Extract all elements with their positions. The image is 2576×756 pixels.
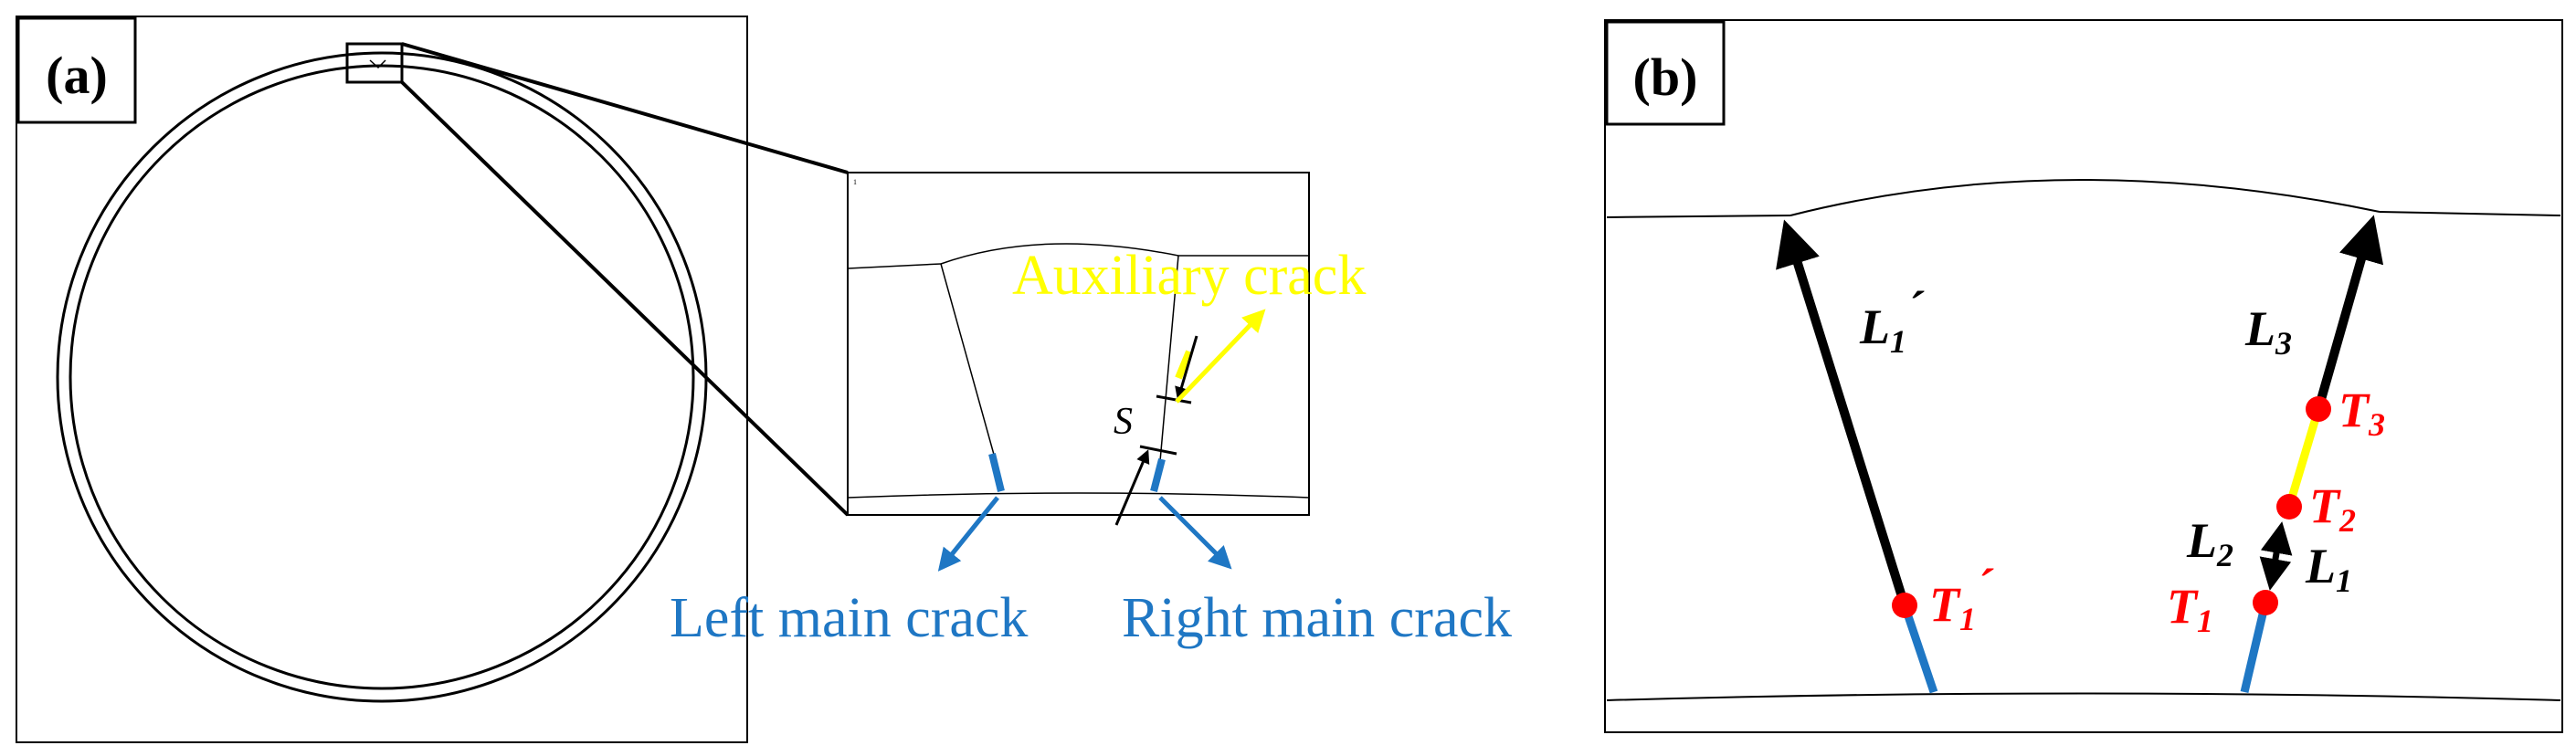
ring-inner (69, 64, 695, 690)
tip-T3 (2306, 396, 2331, 422)
zoom-connector-top (401, 42, 849, 174)
tip-T1-prime (1892, 593, 1917, 618)
panel-a-label: (a) (46, 46, 108, 105)
tip-T1 (2253, 590, 2278, 615)
inset-auxiliary-crack (1175, 350, 1193, 380)
label-L2: L2 (2186, 513, 2233, 573)
label-L3: L3 (2244, 301, 2292, 362)
tip-T2 (2276, 494, 2302, 520)
outer-surface-right (2379, 211, 2561, 216)
label-L1-prime: L1´ (1859, 281, 1925, 360)
label-T3: T3 (2338, 383, 2385, 443)
auxiliary-crack-label: Auxiliary crack (1012, 245, 1366, 307)
label-T1: T1 (2167, 579, 2213, 639)
spacing-arrow-bottom (1114, 449, 1150, 526)
spacing-arrow-top (1175, 335, 1198, 401)
inset-corner-mark: 1 (853, 178, 857, 186)
auxiliary-pointer-arrow (1175, 309, 1266, 404)
panel-b-label-box (1605, 20, 1726, 126)
zoom-connector-bottom (400, 80, 850, 517)
panel-a-label-box (16, 16, 137, 124)
inset-outer-surface (847, 263, 942, 269)
zoom-mini-notch (369, 59, 386, 69)
label-T2: T2 (2309, 478, 2356, 539)
spacing-tick-top (1156, 394, 1192, 404)
panel-a-frame (16, 16, 748, 743)
right-main-crack (2240, 601, 2270, 694)
ring-outer (56, 51, 708, 703)
label-L1: L1 (2305, 539, 2352, 599)
inner-surface (1606, 692, 2561, 701)
weld-cap (1789, 179, 2381, 216)
right-main-crack-label: Right main crack (1122, 587, 1512, 649)
zoom-selection-box (345, 42, 404, 84)
outer-surface-left (1606, 215, 1791, 218)
inset-right-boundary (1159, 255, 1179, 462)
right-propagation-arrow (2314, 215, 2384, 411)
inset-inner-surface (847, 492, 1310, 499)
left-main-crack (1900, 604, 1938, 694)
panel-b-label: (b) (1633, 47, 1698, 107)
label-T1-prime: T1´ (1929, 559, 1994, 637)
inset-right-main-crack (1150, 458, 1166, 492)
inset-weld-cap (940, 243, 1179, 265)
panel-b: (b) L1´ L3 L2 L1 T1´ T1 T2 T3 (1604, 19, 2563, 733)
inset-left-main-crack (988, 453, 1005, 492)
spacing-tick-bottom (1139, 445, 1177, 456)
right-main-crack-arrow (1158, 496, 1232, 570)
spacing-label: S (1114, 401, 1133, 443)
panel-a: (a) 1 S Auxiliary crack (16, 16, 1512, 743)
L1-L2-double-arrow (2259, 521, 2293, 591)
left-main-crack-label: Left main crack (670, 587, 1028, 649)
left-main-crack-arrow (937, 496, 999, 572)
left-propagation-arrow (1776, 219, 1909, 607)
right-auxiliary-segment (2285, 407, 2323, 509)
zoom-inset-frame (847, 172, 1310, 516)
panel-b-frame (1604, 19, 2563, 733)
inset-left-boundary (940, 263, 997, 462)
